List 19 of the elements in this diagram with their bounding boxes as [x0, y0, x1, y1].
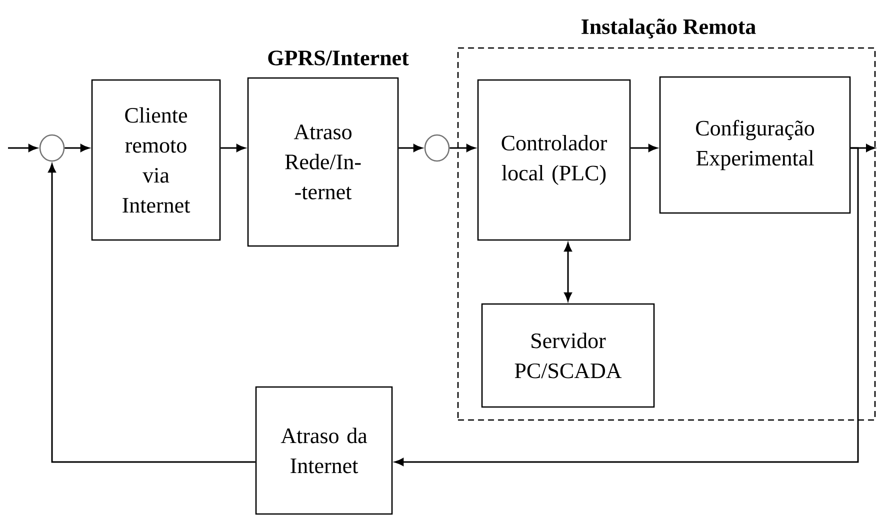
- arrow: [8, 144, 38, 152]
- block-box: Cliente remoto via Internet: [91, 79, 221, 241]
- block-box: Servidor PC/SCADA: [481, 303, 655, 408]
- block-box: Configuração Experimental: [659, 76, 851, 214]
- arrow: [564, 242, 572, 302]
- arrow: [220, 144, 246, 152]
- arrow: [64, 144, 90, 152]
- arrow: [450, 144, 476, 152]
- arrow: [394, 147, 859, 466]
- block-box: Controlador local (PLC): [477, 79, 631, 241]
- arrow: [398, 144, 422, 152]
- summing-junction: [424, 134, 450, 162]
- arrow: [48, 164, 256, 463]
- arrow: [630, 144, 658, 152]
- block-box: Atraso da Internet: [255, 386, 393, 515]
- summing-junction: [39, 134, 65, 162]
- node-label: Instalação Remota: [582, 18, 756, 38]
- heading: GPRS/Internet: [268, 50, 409, 66]
- block-box: Atraso Rede/In- -ternet: [247, 77, 399, 247]
